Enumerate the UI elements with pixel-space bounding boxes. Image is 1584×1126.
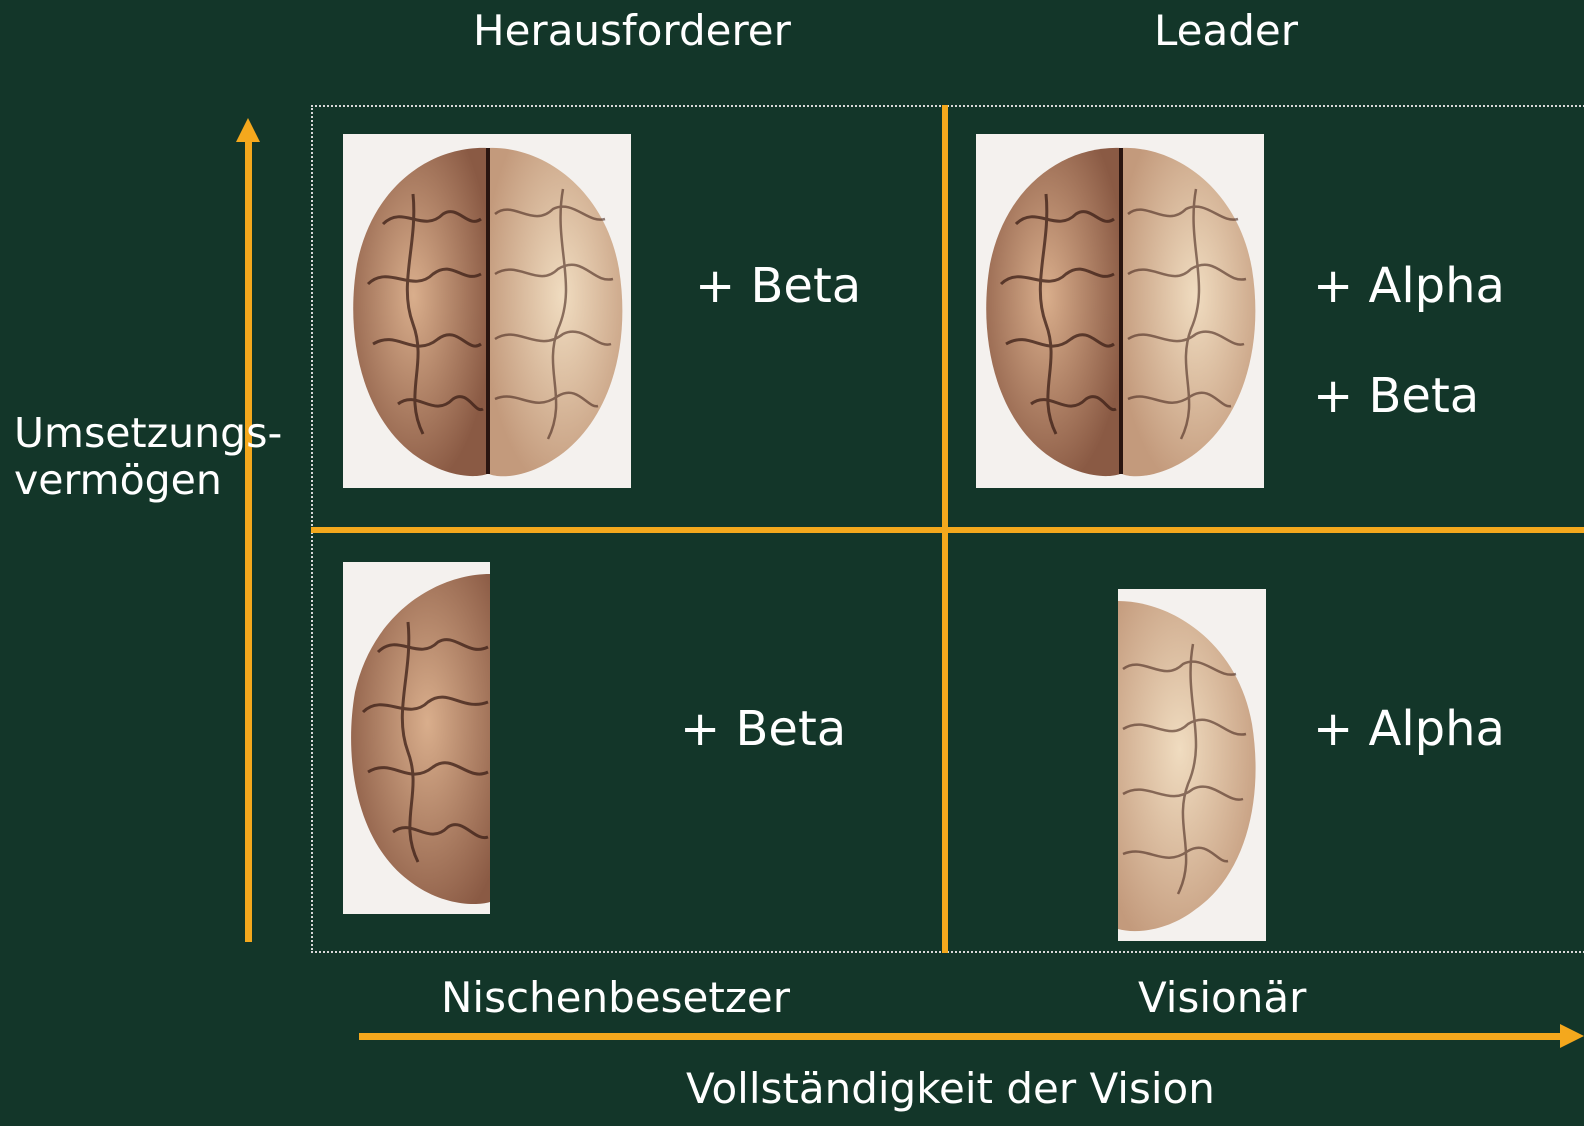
y-axis-label: Umsetzungs- vermögen [14, 410, 282, 504]
x-axis-arrowhead-icon [1560, 1024, 1584, 1048]
quadrant-bottom-left-item-1: + Beta [680, 705, 846, 753]
x-axis-label: Vollständigkeit der Vision [686, 1068, 1215, 1110]
y-axis-label-line2: vermögen [14, 457, 282, 504]
quadrant-title-visionaer: Visionär [1138, 977, 1306, 1019]
brain-left-half-icon [343, 562, 490, 914]
quadrant-title-nischenbesetzer: Nischenbesetzer [441, 977, 790, 1019]
quadrant-title-leader: Leader [1154, 10, 1298, 52]
y-axis-label-line1: Umsetzungs- [14, 410, 282, 457]
quadrant-title-herausforderer: Herausforderer [473, 10, 791, 52]
quadrant-top-right-item-2: + Beta [1313, 372, 1479, 420]
y-axis-arrow [245, 138, 252, 942]
brain-full-icon [343, 134, 631, 488]
brain-right-half-icon [1118, 589, 1266, 941]
matrix-horizontal-divider [311, 527, 1584, 533]
x-axis-arrow [359, 1033, 1569, 1040]
quadrant-top-left-item-1: + Beta [695, 262, 861, 310]
brain-full-icon [976, 134, 1264, 488]
quadrant-bottom-right-item-1: + Alpha [1313, 705, 1505, 753]
quadrant-top-right-item-1: + Alpha [1313, 262, 1505, 310]
